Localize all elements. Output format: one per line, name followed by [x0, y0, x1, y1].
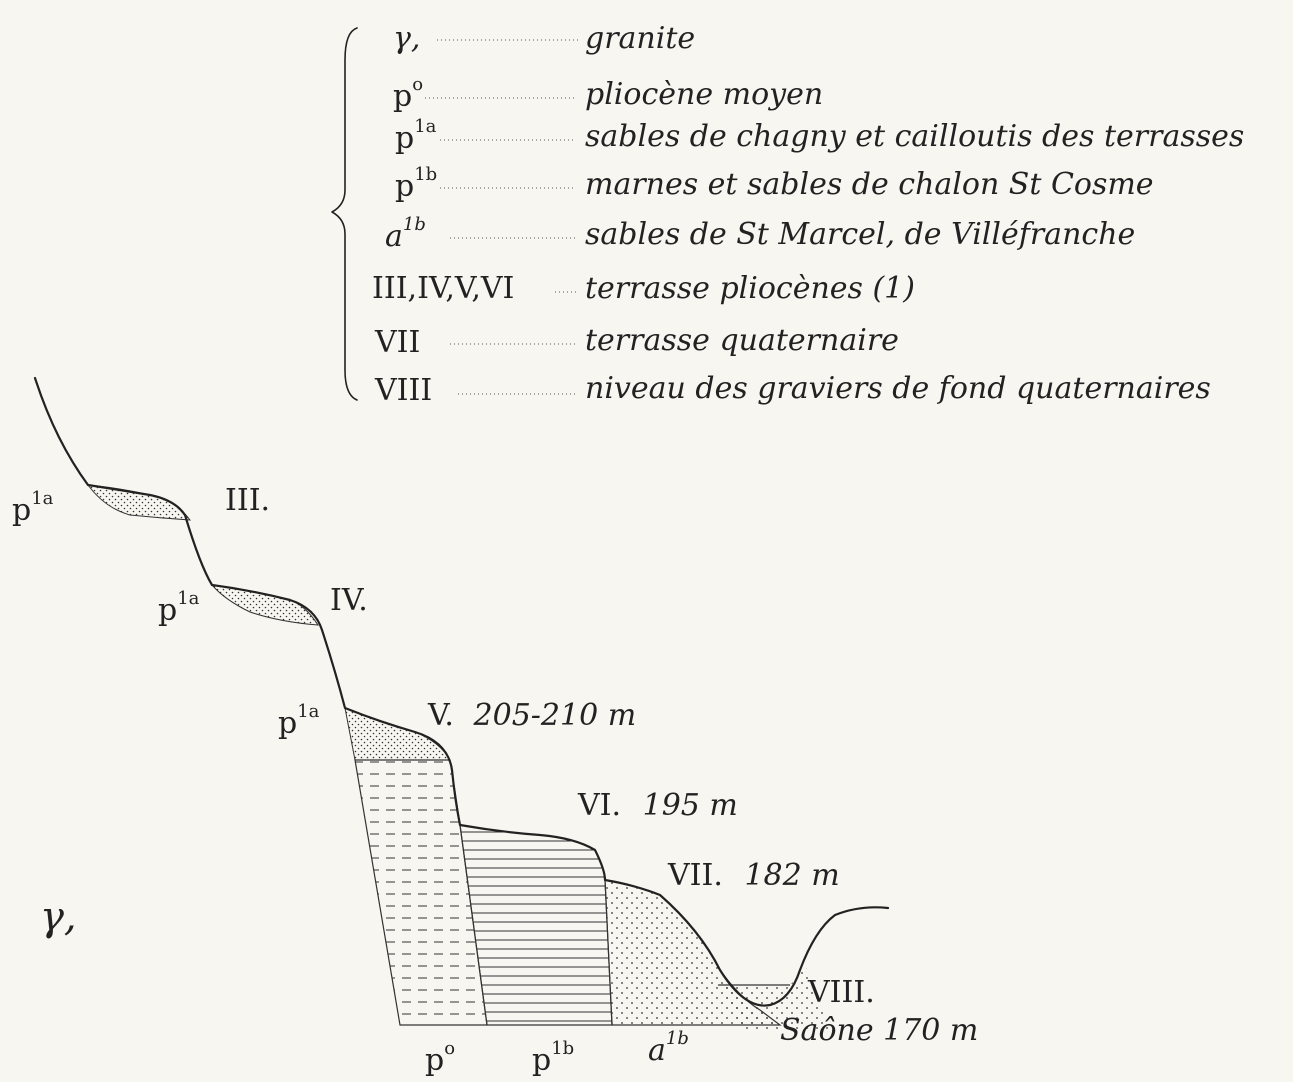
- p1a-label-sup: 1a: [31, 488, 53, 509]
- svg-text:po: po: [393, 74, 423, 114]
- p0-label-sup: o: [444, 1038, 455, 1059]
- legend-description: sables de chagny et cailloutis des terra…: [585, 119, 1244, 154]
- svg-text:V. 205-210 m: V. 205-210 m: [427, 698, 636, 733]
- svg-text:VII. 182 m: VII. 182 m: [667, 858, 840, 893]
- legend-code-sup: o: [412, 74, 423, 95]
- terrace-alt-vi: 195 m: [643, 788, 738, 823]
- legend-code-sup: 1a: [414, 116, 436, 137]
- svg-text:p1a: p1a: [158, 588, 200, 628]
- legend-code: III,IV,V,VI: [372, 271, 514, 306]
- p0-block: [354, 759, 488, 1026]
- ground-profile: [33, 376, 890, 1007]
- p1b-block: [459, 824, 613, 1026]
- svg-text:p1a: p1a: [278, 701, 320, 741]
- legend-row: III,IV,V,VI terrasse pliocènes (1): [372, 271, 915, 306]
- legend-code: VII: [374, 325, 420, 360]
- legend-code-sup: 1b: [414, 164, 437, 185]
- legend-brace: [331, 27, 358, 401]
- granite-label: γ,: [40, 894, 77, 940]
- p1b-label: p: [532, 1043, 551, 1078]
- terrace-alt-vii: 182 m: [744, 858, 839, 893]
- legend-description: granite: [585, 21, 695, 56]
- terrace-label-iii: III.: [225, 483, 270, 518]
- legend: γ, granite po pliocène moyen p1a sables …: [331, 21, 1244, 408]
- svg-text:p1a: p1a: [395, 116, 437, 156]
- legend-code-sup: 1b: [403, 214, 426, 235]
- svg-text:po: po: [425, 1038, 455, 1078]
- terrace-alt-v: 205-210 m: [473, 698, 637, 733]
- legend-row: γ, granite: [393, 21, 695, 56]
- section-labels: γ, p1a p1a p1a III. IV. V. 205-210 m VI.…: [12, 483, 978, 1078]
- svg-text:a1b: a1b: [385, 214, 426, 254]
- legend-description: sables de St Marcel, de Villéfranche: [585, 217, 1135, 252]
- svg-text:a1b: a1b: [648, 1028, 689, 1068]
- p1b-label-sup: 1b: [551, 1038, 574, 1059]
- legend-description: terrasse pliocènes (1): [585, 271, 915, 306]
- p1a-label-sup: 1a: [297, 701, 319, 722]
- legend-description: terrasse quaternaire: [585, 323, 899, 358]
- legend-row: VIII niveau des graviers de fond quatern…: [374, 371, 1211, 408]
- p1a-label: p: [278, 706, 297, 741]
- terrace-label-vii: VII.: [667, 858, 723, 893]
- legend-row: p1a sables de chagny et cailloutis des t…: [395, 116, 1244, 156]
- legend-code: γ,: [393, 21, 420, 56]
- terrace-label-iv: IV.: [330, 583, 368, 618]
- p1a-label: p: [12, 493, 31, 528]
- cross-section: [33, 376, 890, 1030]
- legend-code: p: [395, 121, 414, 156]
- legend-code: p: [395, 169, 414, 204]
- legend-row: p1b marnes et sables de chalon St Cosme: [395, 164, 1154, 204]
- p1a-label: p: [158, 593, 177, 628]
- p1a-label-sup: 1a: [177, 588, 199, 609]
- legend-row: a1b sables de St Marcel, de Villéfranche: [385, 214, 1135, 254]
- legend-description: niveau des graviers de fond quaternaires: [585, 371, 1211, 406]
- legend-code: VIII: [374, 373, 432, 408]
- terrace-label-vi: VI.: [577, 788, 621, 823]
- river-label: Saône 170 m: [780, 1013, 978, 1048]
- a1b-label-sup: 1b: [666, 1028, 689, 1049]
- svg-text:p1a: p1a: [12, 488, 54, 528]
- svg-text:p1b: p1b: [395, 164, 437, 204]
- a1b-label: a: [648, 1033, 666, 1068]
- legend-row: VII terrasse quaternaire: [374, 323, 899, 360]
- legend-description: marnes et sables de chalon St Cosme: [585, 167, 1154, 202]
- legend-code: p: [393, 79, 412, 114]
- legend-code: a: [385, 219, 403, 254]
- p1a-lens-terrace-iii: [86, 484, 192, 521]
- terrace-label-v: V.: [427, 698, 454, 733]
- viii-gravel-bed: [718, 965, 830, 1030]
- terrace-label-viii: VIII.: [807, 975, 875, 1010]
- svg-text:VI. 195 m: VI. 195 m: [577, 788, 738, 823]
- svg-text:p1b: p1b: [532, 1038, 574, 1078]
- legend-description: pliocène moyen: [585, 77, 823, 112]
- p0-label: p: [425, 1043, 444, 1078]
- legend-row: po pliocène moyen: [393, 74, 823, 114]
